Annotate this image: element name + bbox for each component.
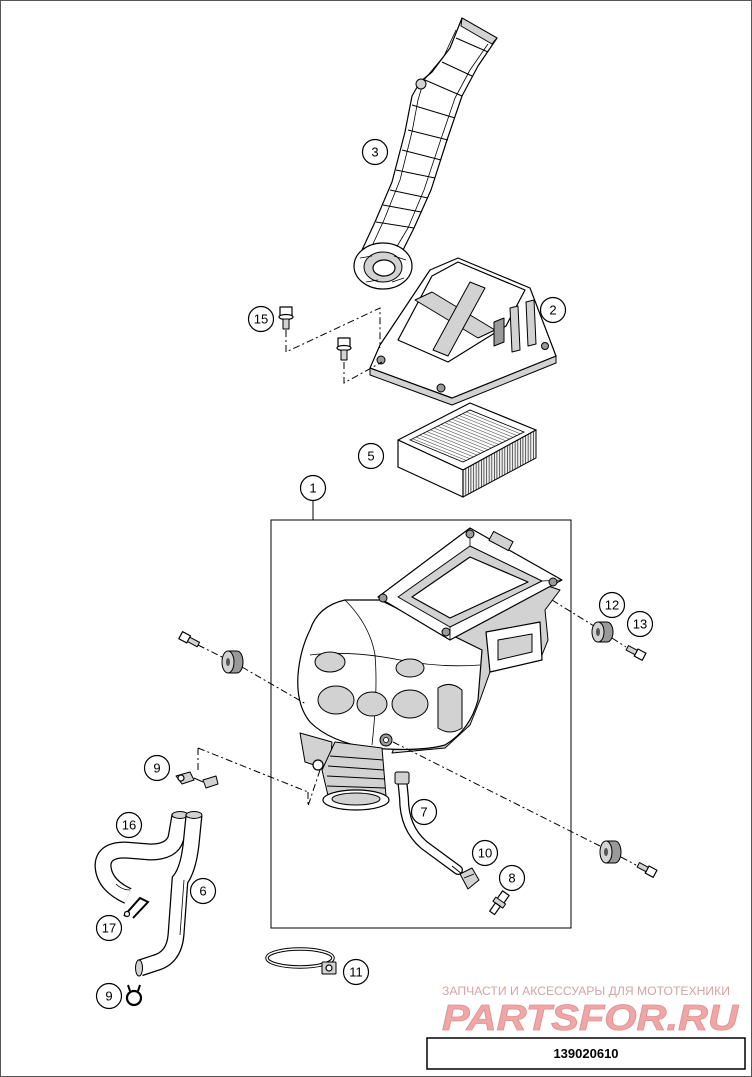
svg-text:11: 11 [349,965,363,980]
rubber-grommet [591,621,614,643]
callout-6: 6 [189,877,217,905]
svg-text:8: 8 [508,871,515,886]
band-clamp [265,947,337,975]
screw [625,645,647,661]
air-filter [397,402,537,498]
callout-17: 17 [95,914,123,942]
callout-12: 12 [598,591,626,619]
svg-text:1: 1 [309,481,316,496]
svg-text:12: 12 [605,598,619,613]
screw [178,631,201,648]
callout-11: 11 [342,958,370,986]
svg-text:17: 17 [102,921,116,936]
watermark-logo: PARTSFOR.RU [442,997,739,1038]
callout-13: 13 [626,610,654,638]
screw [278,306,294,330]
watermark-tagline: ЗАПЧАСТИ И АКСЕССУАРЫ ДЛЯ МОТОТЕХНИКИ [442,986,730,998]
callout-8: 8 [498,864,526,892]
svg-text:10: 10 [478,846,492,861]
callout-7: 7 [410,798,438,826]
callout-2: 2 [539,296,567,324]
callout-1: 1 [299,474,327,502]
rubber-grommet [221,650,244,674]
callout-3: 3 [361,138,389,166]
wire-clip [123,896,150,919]
breather-hose [394,771,463,875]
svg-text:3: 3 [371,145,378,160]
callout-15: 15 [247,305,275,333]
rubber-grommet [599,840,622,864]
hose-connector [489,890,510,916]
leader-line [392,741,637,866]
svg-text:5: 5 [367,449,374,464]
leader-line [285,307,383,384]
screw [336,337,352,361]
hose-clamp [125,984,143,1007]
svg-text:9: 9 [105,989,112,1004]
hose-clip [459,867,480,890]
callout-9: 9 [143,754,171,782]
airbox [297,527,563,811]
assembly-frame [270,500,572,929]
diagram-id: 139020610 [553,1046,618,1061]
callout-16: 16 [115,811,143,839]
callout-5: 5 [357,442,385,470]
svg-text:15: 15 [254,312,268,327]
leader-line [551,599,627,648]
screw [636,862,658,878]
svg-text:9: 9 [153,761,160,776]
hose-clamp [175,771,219,789]
diagram-id-box: 139020610 [426,1037,746,1070]
callout-10: 10 [471,839,499,867]
svg-text:16: 16 [122,818,136,833]
svg-text:2: 2 [549,303,556,318]
leader-line [197,644,307,705]
svg-text:6: 6 [199,884,206,899]
airbox-cover [369,257,557,406]
svg-text:7: 7 [420,805,427,820]
svg-text:13: 13 [633,617,647,632]
leader-line [197,747,321,807]
snorkel-tube [353,17,498,290]
hose-16 [94,811,189,904]
callout-9-lower: 9 [95,982,123,1010]
hose-6 [135,811,203,977]
